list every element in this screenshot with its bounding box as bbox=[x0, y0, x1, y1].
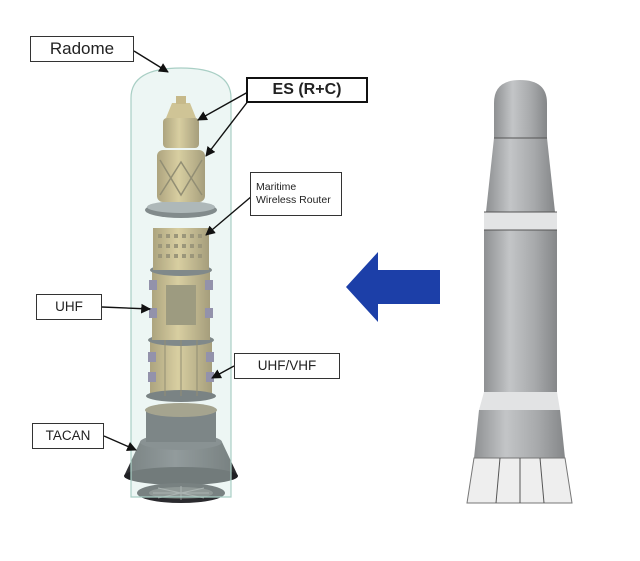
radome-shell bbox=[130, 67, 232, 498]
label-uhf: UHF bbox=[36, 294, 102, 320]
label-router: Maritime Wireless Router bbox=[250, 172, 342, 216]
label-uhf-vhf-text: UHF/VHF bbox=[257, 357, 317, 373]
label-es-text: ES (R+C) bbox=[272, 81, 342, 98]
label-radome-text: Radome bbox=[49, 39, 115, 59]
router-arrow bbox=[205, 195, 253, 236]
label-es: ES (R+C) bbox=[246, 77, 368, 103]
es-arrow-lower bbox=[205, 95, 253, 157]
label-radome: Radome bbox=[30, 36, 134, 62]
router-module bbox=[153, 228, 209, 270]
label-uhf-text: UHF bbox=[55, 298, 83, 314]
tacan-base bbox=[124, 403, 238, 503]
label-uhf-vhf: UHF/VHF bbox=[234, 353, 340, 379]
uhf-arrow bbox=[101, 303, 151, 314]
label-router-line2: Wireless Router bbox=[256, 194, 331, 206]
tacan-arrow bbox=[103, 435, 137, 451]
radome-arrow bbox=[133, 50, 169, 73]
es-arrow-upper bbox=[197, 91, 249, 121]
leader-arrows bbox=[101, 50, 253, 451]
blue-direction-arrow bbox=[346, 252, 440, 322]
exterior-model bbox=[466, 80, 573, 504]
cutaway-mast bbox=[124, 67, 238, 503]
es-assembly bbox=[157, 96, 205, 202]
label-tacan-text: TACAN bbox=[45, 427, 91, 443]
uhf-module bbox=[149, 264, 213, 340]
label-tacan: TACAN bbox=[32, 423, 104, 449]
uhfvhf-arrow bbox=[211, 365, 235, 379]
label-router-line1: Maritime bbox=[256, 180, 297, 193]
divider-ring bbox=[145, 201, 217, 218]
